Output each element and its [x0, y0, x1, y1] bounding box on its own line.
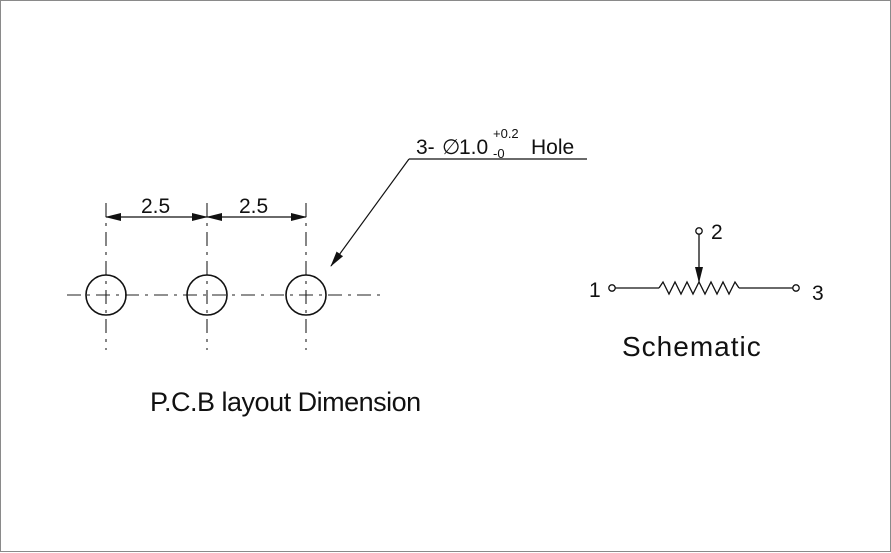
leader-line	[330, 158, 410, 267]
pin-1-label: 1	[589, 279, 601, 302]
pcb-hole-3	[285, 274, 327, 316]
pin-2-label: 2	[711, 221, 723, 244]
resistor-zigzag	[658, 280, 740, 296]
diameter-symbol: ∅	[442, 136, 460, 159]
pin-2-terminal	[695, 227, 703, 235]
pcb-hole-1	[85, 274, 127, 316]
schematic-caption: Schematic	[622, 331, 762, 362]
tolerance-minus: -0	[493, 146, 505, 161]
pin-1-terminal	[608, 284, 616, 292]
hole-label: Hole	[531, 136, 574, 159]
pcb-caption: P.C.B layout Dimension	[150, 387, 421, 417]
hole-nominal-diameter: 1.0	[459, 136, 488, 159]
pcb-layout: 2.5 2.5 3- ∅ 1.0 +0.2 -0 Hole P.C.B layo…	[67, 125, 587, 417]
pin-3-terminal	[792, 284, 800, 292]
tolerance-plus: +0.2	[493, 126, 519, 141]
schematic: 1 2 3 Schematic	[589, 221, 824, 362]
pcb-hole-2	[186, 274, 228, 316]
pin-3-label: 3	[812, 282, 824, 305]
hole-callout: 3- ∅ 1.0 +0.2 -0 Hole	[416, 125, 574, 162]
hole-count-prefix: 3-	[416, 136, 435, 159]
spacing-label-2: 2.5	[239, 195, 268, 218]
spacing-label-1: 2.5	[141, 195, 170, 218]
